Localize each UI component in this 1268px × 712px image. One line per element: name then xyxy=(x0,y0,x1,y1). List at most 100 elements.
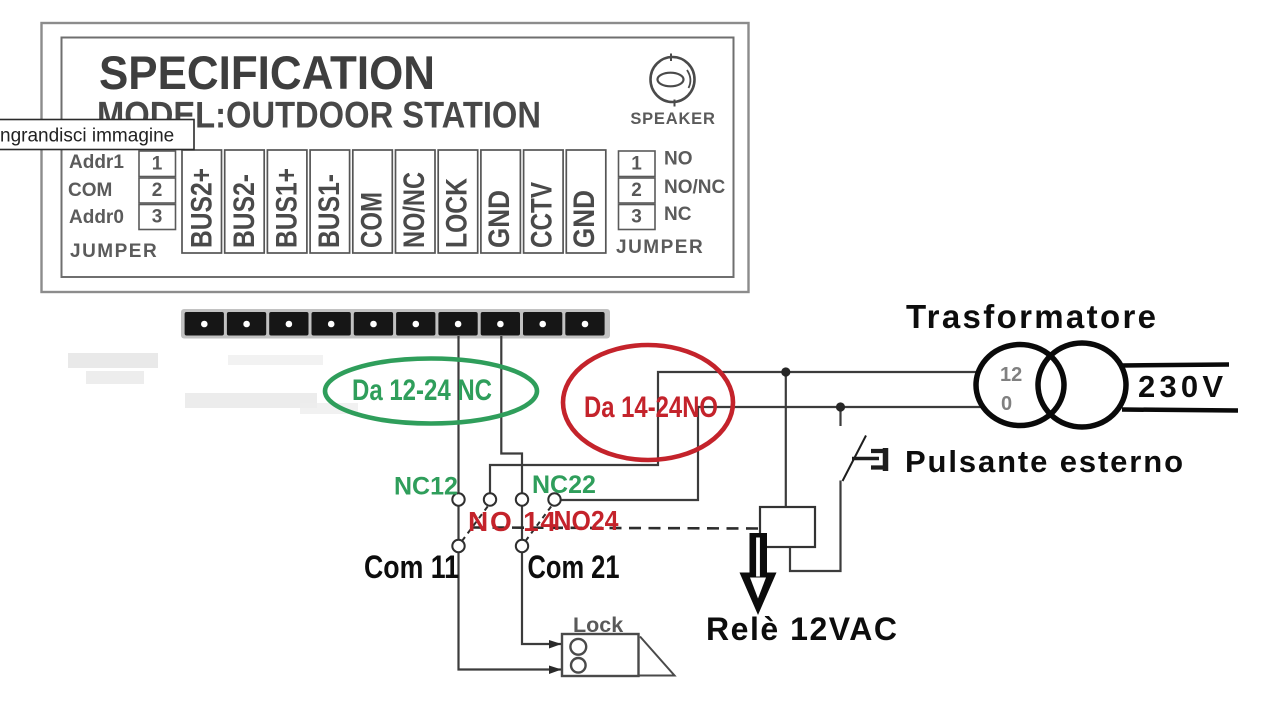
right-jumper-pin-cell xyxy=(617,150,656,178)
left-jumper-block: Addr1 COM Addr0 1 2 3 JUMPER xyxy=(68,150,177,262)
left-jumper-pin: 1 xyxy=(152,154,163,175)
spec-box: SPECIFICATION MODEL:OUTDOOR STATION SPEA… xyxy=(40,21,750,294)
spec-title: SPECIFICATION xyxy=(99,46,435,99)
terminal-label-lock: LOCK xyxy=(441,178,474,248)
label-com21: Com 21 xyxy=(528,549,620,585)
label-nc12: NC12 xyxy=(394,473,458,501)
label-nc-range: Da 12-24 NC xyxy=(352,374,492,407)
contact-com21 xyxy=(514,538,530,554)
contact-no14 xyxy=(482,492,498,507)
label-push-button: Pulsante esterno xyxy=(905,444,1183,479)
speaker-icon xyxy=(649,53,696,107)
terminal-column-box xyxy=(309,149,351,254)
wire-relay-button xyxy=(788,480,842,573)
terminal-column-box xyxy=(394,149,436,254)
right-jumper-pin-cell xyxy=(617,177,656,204)
label-relay: Relè 12VAC xyxy=(706,611,897,647)
terminal-strip-dot xyxy=(201,320,208,328)
tooltip-label: ngrandisci immagine xyxy=(0,126,174,147)
contact-nc12 xyxy=(451,492,466,507)
left-jumper-pin: 3 xyxy=(152,207,163,228)
terminal-label-gnd1: GND xyxy=(483,190,516,248)
label-lock: Lock xyxy=(573,613,623,637)
lock-body xyxy=(560,632,640,678)
terminal-label-cctv: CCTV xyxy=(526,182,559,248)
speaker-label: SPEAKER xyxy=(630,110,715,128)
nc-highlight-ellipse xyxy=(322,356,540,426)
terminal-column-box xyxy=(437,149,479,254)
relay-arrow xyxy=(739,533,777,615)
lock-wire-arrow-bottom xyxy=(549,665,562,674)
transformer-tap-12: 12 xyxy=(1000,364,1022,386)
terminal-strip-dot xyxy=(539,320,546,328)
no-highlight-ellipse xyxy=(560,342,736,463)
terminal-column-box xyxy=(480,149,522,254)
contact-no24 xyxy=(547,492,562,507)
label-com11: Com 11 xyxy=(364,549,459,585)
terminal-columns: BUS2+ BUS2- BUS1+ BUS1- COM NO/NC LOCK G… xyxy=(181,149,607,254)
terminal-column-box xyxy=(223,149,266,254)
contact-blade-2-dashed xyxy=(524,505,553,542)
right-jumper-caption: JUMPER xyxy=(616,237,704,258)
wire-lock-com11 xyxy=(457,336,562,671)
terminal-label-nonc: NO/NC xyxy=(398,172,431,248)
right-jumper-pin-cell xyxy=(617,203,656,231)
left-jumper-caption: JUMPER xyxy=(70,241,158,262)
lock-strike-wedge xyxy=(638,635,677,677)
right-jumper-pin: 1 xyxy=(631,154,642,175)
terminal-column-box xyxy=(351,149,394,254)
transformer-primary-coil xyxy=(973,341,1067,429)
enlarge-image-tooltip: ngrandisci immagine xyxy=(0,118,195,151)
terminal-label-bus2m: BUS2- xyxy=(228,174,261,248)
wire-transformer-12 xyxy=(488,370,980,499)
terminal-column-box xyxy=(181,149,223,254)
junction-dot-bottom xyxy=(835,402,846,412)
terminal-strip-dot xyxy=(412,320,420,328)
contact-blade-1-dashed xyxy=(461,505,489,542)
left-jumper-pin-cell xyxy=(138,203,177,231)
lock-terminal-top xyxy=(569,637,588,656)
terminal-label-gnd2: GND xyxy=(568,190,601,248)
right-jumper-row-label: NO/NC xyxy=(664,177,726,198)
spec-box-inner-border xyxy=(60,36,735,278)
lock-terminal-bottom xyxy=(569,656,587,674)
terminal-label-bus1p: BUS1+ xyxy=(271,168,304,248)
junction-dot-top xyxy=(781,367,791,377)
terminal-strip-dot xyxy=(327,320,335,328)
mains-line-bottom xyxy=(1121,407,1239,413)
tooltip-box xyxy=(0,118,195,151)
terminal-label-com: COM xyxy=(356,192,389,248)
right-jumper-row-label: NO xyxy=(664,149,693,170)
relay-arrow-inner-head xyxy=(750,577,766,599)
transformer-symbol xyxy=(973,340,1239,430)
terminal-label-bus2p: BUS2+ xyxy=(186,168,219,248)
push-button-symbol xyxy=(841,435,889,482)
terminal-column-box xyxy=(266,149,308,254)
terminal-strip-dot xyxy=(370,320,377,328)
label-mains-voltage: 230V xyxy=(1138,369,1223,404)
whiteout-smudges xyxy=(68,353,358,414)
terminal-column-box xyxy=(522,149,564,254)
terminal-strip-dots xyxy=(201,320,589,328)
left-jumper-row-label: Addr0 xyxy=(69,207,124,228)
terminal-column-box xyxy=(565,149,607,254)
contact-nc22 xyxy=(514,492,530,507)
right-jumper-pin: 2 xyxy=(631,180,642,201)
terminal-strip-dot xyxy=(497,320,504,328)
label-transformer: Trasformatore xyxy=(906,298,1156,335)
label-no-range: Da 14-24NO xyxy=(584,391,718,424)
label-nc22: NC22 xyxy=(532,471,596,499)
transformer-tap-0: 0 xyxy=(1001,393,1012,415)
left-jumper-row-label: Addr1 xyxy=(69,152,124,173)
contact-com11 xyxy=(451,538,466,554)
relay-arrow-inner-shaft xyxy=(756,537,760,577)
right-jumper-pin: 3 xyxy=(631,207,642,228)
right-jumper-block: 1 2 3 NO NO/NC NC JUMPER xyxy=(616,149,726,259)
dashed-links xyxy=(461,505,759,542)
relay-contacts xyxy=(451,492,562,554)
terminal-strip xyxy=(181,309,610,339)
terminal-strip-dot xyxy=(454,320,462,328)
right-jumper-row-label: NC xyxy=(664,204,692,225)
